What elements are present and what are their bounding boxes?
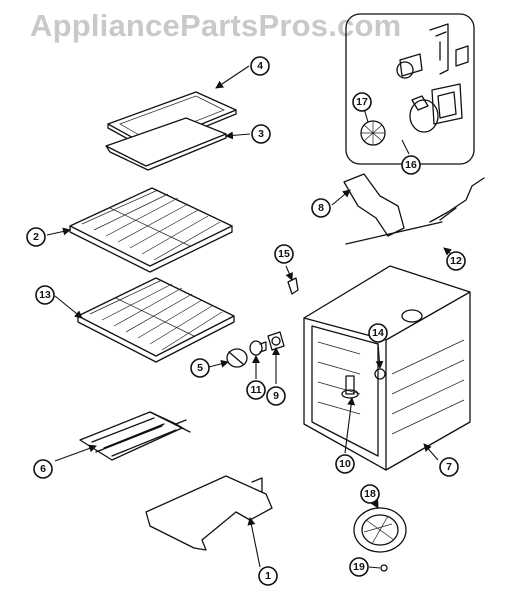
svg-text:8: 8 [318,202,324,214]
part-9-light-socket [267,331,285,351]
part-12-temp-sensor [345,177,485,245]
svg-text:6: 6 [40,463,46,475]
svg-text:18: 18 [364,488,376,500]
callout-4: 4 [250,56,270,76]
svg-text:19: 19 [353,561,365,573]
callout-13: 13 [35,285,55,305]
svg-text:12: 12 [450,255,462,267]
svg-text:7: 7 [446,461,452,473]
svg-text:16: 16 [405,159,417,171]
svg-text:4: 4 [257,60,263,72]
part-7-oven-cavity [303,265,471,471]
part-19-screw [380,564,388,572]
svg-text:2: 2 [33,231,39,243]
svg-text:10: 10 [339,458,351,470]
part-11-bulb [249,340,267,356]
svg-text:13: 13 [39,289,51,301]
svg-text:14: 14 [372,327,384,339]
inset-box [345,13,475,165]
callout-17: 17 [352,92,372,112]
callout-10: 10 [335,454,355,474]
callout-6: 6 [33,459,53,479]
part-8-vent-duct [343,173,405,237]
svg-text:9: 9 [273,390,279,402]
part-5-light-lens [226,348,248,368]
callout-12: 12 [446,251,466,271]
svg-text:17: 17 [356,96,368,108]
callout-9: 9 [266,386,286,406]
callout-1: 1 [258,566,278,586]
part-6-broil-element [79,411,191,461]
part-2-oven-rack [69,187,233,273]
callout-5: 5 [190,358,210,378]
callout-14: 14 [368,323,388,343]
svg-text:5: 5 [197,362,203,374]
callout-18: 18 [360,484,380,504]
part-13-oven-rack [77,277,235,363]
part-1-bake-element [145,475,273,551]
svg-text:3: 3 [258,128,264,140]
svg-text:11: 11 [250,384,261,396]
callout-11: 11 [246,380,266,400]
watermark-text: AppliancePartsPros.com [30,8,402,43]
callout-3: 3 [251,124,271,144]
callout-7: 7 [439,457,459,477]
callout-15: 15 [274,244,294,264]
callout-16: 16 [401,155,421,175]
part-15-clip [287,277,299,295]
svg-text:1: 1 [265,570,271,582]
callout-19: 19 [349,557,369,577]
callout-8: 8 [311,198,331,218]
svg-text:15: 15 [278,248,290,260]
callout-2: 2 [26,227,46,247]
part-18-fan-cover [353,507,407,553]
